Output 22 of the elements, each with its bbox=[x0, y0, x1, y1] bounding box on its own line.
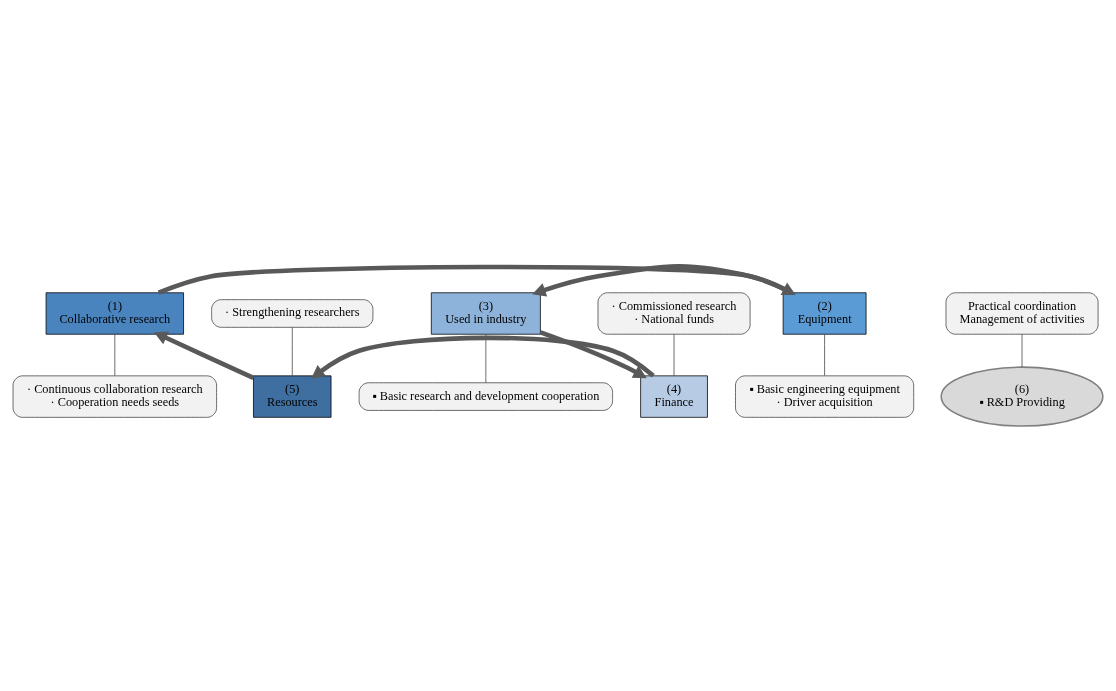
connector bbox=[824, 333, 825, 376]
node-box: (1) Collaborative research bbox=[45, 291, 184, 335]
node-box: · Continuous collaboration research · Cooperation needs seeds bbox=[12, 374, 217, 418]
connector bbox=[673, 333, 675, 376]
node-ellipse: (6) ▪ R&D Providing bbox=[940, 365, 1104, 427]
arrow bbox=[153, 330, 255, 380]
node-box: (2) Equipment bbox=[782, 291, 867, 335]
connector bbox=[485, 333, 487, 383]
node-box: · Strengthening researchers bbox=[211, 298, 374, 328]
node-box: (3) Used in industry bbox=[430, 291, 541, 335]
arrow bbox=[539, 329, 647, 378]
node-box: ▪ Basic engineering equipment · Driver acquisition bbox=[735, 374, 915, 418]
connector bbox=[114, 333, 116, 376]
connector bbox=[1021, 333, 1023, 367]
arrow bbox=[311, 335, 655, 379]
connector bbox=[291, 326, 293, 376]
node-box: · Commissioned research · National funds bbox=[597, 291, 751, 335]
node-box: Practical coordination Management of activities bbox=[945, 291, 1099, 335]
node-box: (4) Finance bbox=[640, 374, 708, 418]
node-box: ▪ Basic research and development cooperation bbox=[358, 381, 613, 411]
arrow bbox=[532, 263, 793, 297]
node-box: (5) Resources bbox=[253, 374, 332, 418]
